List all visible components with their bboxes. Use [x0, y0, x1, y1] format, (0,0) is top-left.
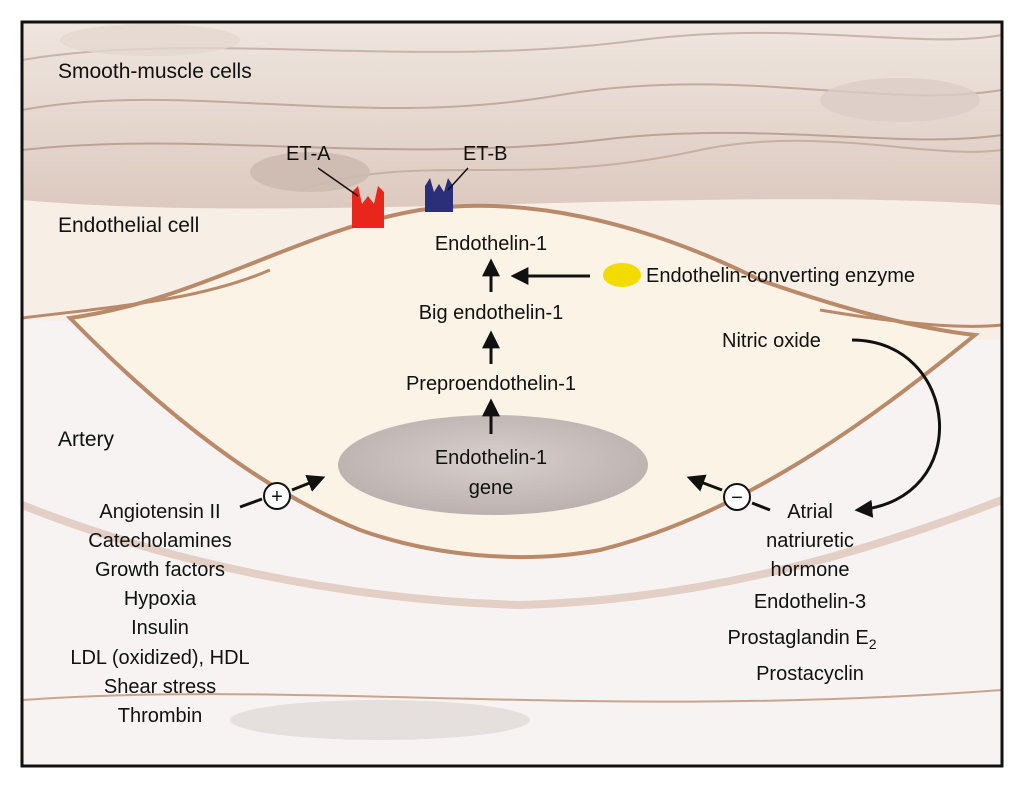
minus-sign: − [731, 487, 743, 509]
gene-label-line1: Endothelin-1 [435, 447, 547, 469]
inhibitor-item: natriuretic [766, 530, 854, 552]
stimulator-item: LDL (oxidized), HDL [70, 647, 249, 669]
frame-border [20, 20, 1004, 768]
enzyme-icon [603, 263, 641, 287]
stimulator-item: Catecholamines [88, 530, 231, 552]
stimulator-item: Angiotensin II [99, 501, 220, 523]
et-b-receptor-icon [425, 178, 453, 212]
stimulator-item: Shear stress [104, 676, 216, 698]
stimulator-item: Hypoxia [124, 588, 197, 610]
et-b-label: ET-B [463, 143, 507, 165]
minus-sign-icon [723, 483, 751, 511]
prostaglandin-text: Prostaglandin E [728, 627, 869, 649]
plus-sign-icon [263, 482, 291, 510]
inhibitor-item: Endothelin-3 [754, 591, 866, 613]
stimulator-item: Insulin [131, 617, 189, 639]
prostaglandin-subscript: 2 [869, 636, 877, 652]
stimulator-item: Growth factors [95, 559, 225, 581]
nitric-oxide-label: Nitric oxide [722, 330, 821, 352]
inhibitor-list: Atrial natriuretic hormone Endothelin-3 … [728, 501, 877, 685]
endothelial-cell [65, 203, 981, 560]
big-endothelin-label: Big endothelin-1 [419, 302, 564, 324]
enzyme-label: Endothelin-converting enzyme [646, 265, 915, 287]
inhibitor-item: Prostaglandin E2 [728, 627, 877, 652]
artery-label: Artery [58, 428, 115, 451]
membrane-line-right [819, 308, 1003, 328]
inhibitor-item: Atrial [787, 501, 833, 523]
preproendothelin-label: Preproendothelin-1 [406, 373, 576, 395]
et-b-leader-line [447, 167, 469, 191]
et-a-leader-line [317, 167, 359, 197]
endothelial-cell-label: Endothelial cell [58, 214, 199, 237]
nitric-oxide-arrow [851, 338, 941, 518]
plus-sign: + [271, 486, 283, 508]
stimulator-line [239, 497, 263, 509]
inhibitor-line [751, 501, 771, 512]
smooth-muscle-layer [21, 22, 1003, 212]
gene-label-line2: gene [469, 477, 514, 499]
inhibitor-arrow [686, 474, 723, 492]
artery-wall-line [21, 689, 1003, 703]
endothelin-1-label: Endothelin-1 [435, 233, 547, 255]
stimulator-arrow [291, 474, 326, 492]
et-a-receptor-icon [352, 186, 384, 228]
lower-membrane [20, 496, 1004, 610]
membrane-line-left [21, 268, 271, 320]
inhibitor-item: Prostacyclin [756, 663, 864, 685]
et-a-label: ET-A [286, 143, 331, 165]
artery-cell-shadow [230, 700, 530, 740]
nucleus [338, 415, 648, 515]
stimulator-item: Thrombin [118, 705, 202, 727]
smooth-muscle-label: Smooth-muscle cells [58, 60, 252, 83]
inhibitor-item: hormone [771, 559, 850, 581]
stimulator-list: Angiotensin II Catecholamines Growth fac… [70, 501, 249, 727]
